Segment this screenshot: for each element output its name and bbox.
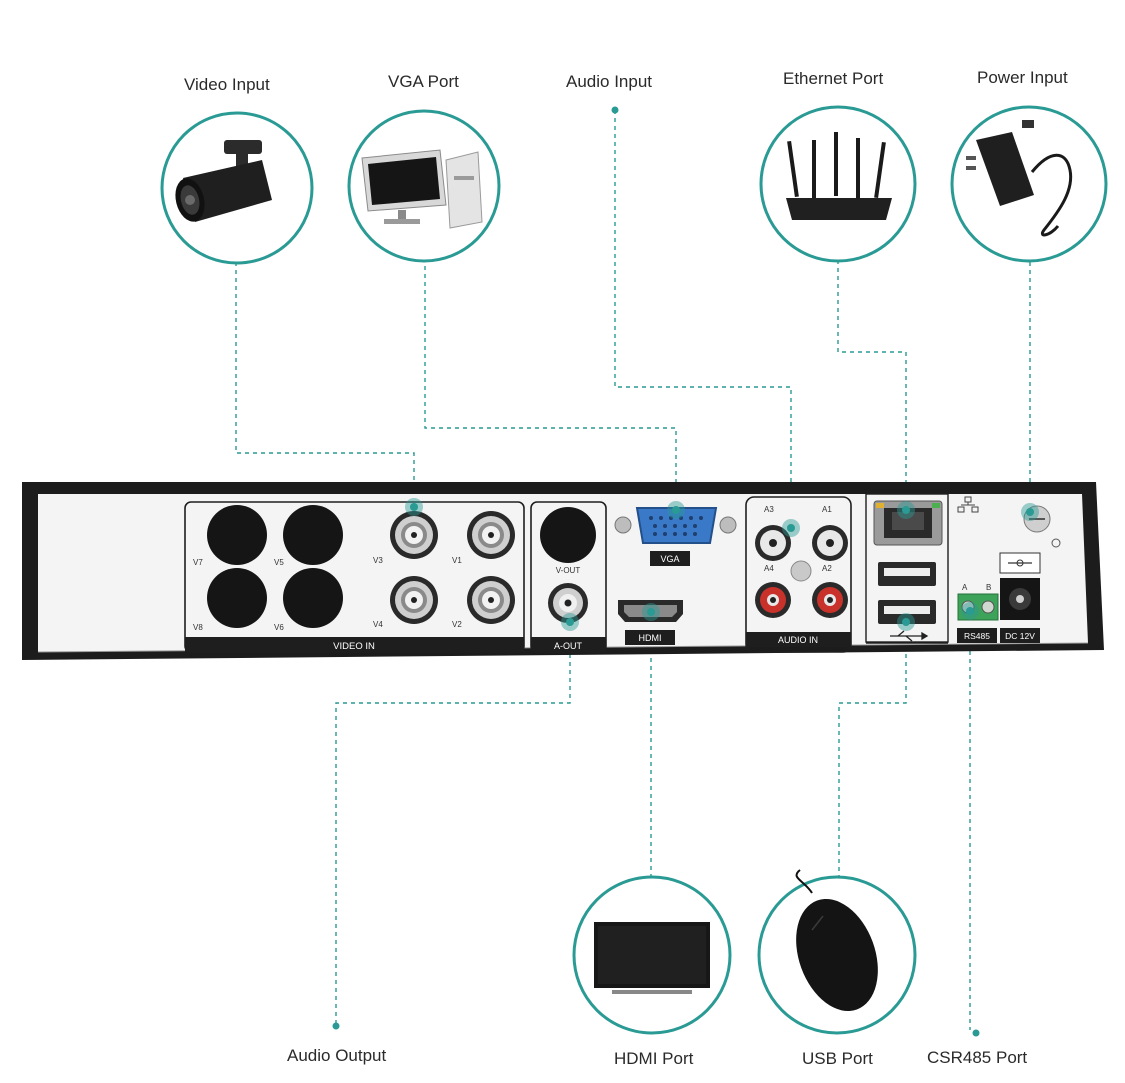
bnc-v4 bbox=[390, 576, 438, 624]
label-a1: A1 bbox=[822, 505, 832, 514]
leader-audio-input bbox=[614, 110, 792, 526]
power-adapter-icon bbox=[966, 120, 1073, 237]
endpoint-audio-output bbox=[332, 1022, 340, 1030]
audio-input-label: Audio Input bbox=[566, 72, 653, 91]
power-input-label: Power Input bbox=[977, 68, 1068, 87]
rca-a1 bbox=[812, 525, 848, 561]
usb-symbol-icon bbox=[890, 630, 929, 642]
video-input-label: Video Input bbox=[184, 75, 270, 94]
leader-audio-output bbox=[335, 622, 571, 1024]
a-out-group: A-OUT V-OUT bbox=[530, 501, 607, 653]
video-in-group: VIDEO IN V7 V5 V8 V6 bbox=[184, 501, 525, 653]
mouse-icon bbox=[795, 869, 878, 1012]
callout-circle-hdmi-port bbox=[572, 875, 732, 1035]
vga-connector: VGA bbox=[614, 507, 737, 566]
rs485-b-text: B bbox=[986, 583, 991, 592]
port-cap-v6 bbox=[283, 568, 343, 628]
leader-ethernet-port bbox=[837, 260, 907, 508]
a-out-text: A-OUT bbox=[554, 641, 583, 651]
label-v5: V5 bbox=[274, 558, 284, 567]
computer-monitor-icon bbox=[361, 149, 483, 229]
label-a3: A3 bbox=[764, 505, 774, 514]
video-in-text: VIDEO IN bbox=[333, 641, 375, 652]
bnc-v1 bbox=[467, 511, 515, 559]
hdmi-text: HDMI bbox=[639, 633, 662, 643]
connection-markers bbox=[405, 498, 1039, 631]
leader-vga-port bbox=[424, 258, 677, 508]
dc-power-jack: DC 12V bbox=[999, 552, 1041, 643]
label-a2: A2 bbox=[822, 564, 832, 573]
label-v1: V1 bbox=[452, 556, 462, 565]
rca-a4 bbox=[755, 582, 791, 618]
network-usb-group bbox=[865, 493, 979, 644]
csr485-port-label: CSR485 Port bbox=[927, 1048, 1028, 1067]
callout-circle-video-input bbox=[160, 111, 314, 265]
port-cap-v7 bbox=[207, 505, 267, 565]
vout-text: V-OUT bbox=[556, 566, 581, 575]
endpoint-audio-input bbox=[611, 106, 619, 114]
rca-aout bbox=[548, 583, 588, 623]
rs485-terminal: A B RS485 bbox=[957, 583, 999, 643]
leader-usb-port bbox=[838, 622, 907, 880]
label-a4: A4 bbox=[764, 564, 774, 573]
rs485-a-text: A bbox=[962, 583, 968, 592]
hdmi-port-label: HDMI Port bbox=[614, 1049, 694, 1068]
vga-port-label: VGA Port bbox=[388, 72, 459, 91]
leader-lines bbox=[235, 110, 1031, 1030]
rs485-text: RS485 bbox=[964, 631, 990, 641]
label-v8: V8 bbox=[193, 623, 203, 632]
port-cap-v5 bbox=[283, 505, 343, 565]
port-cap-v8 bbox=[207, 568, 267, 628]
callout-circle-usb-port bbox=[757, 869, 917, 1035]
dc-text: DC 12V bbox=[1005, 631, 1035, 641]
audio-in-group: AUDIO IN A3 A1 A4 A2 bbox=[745, 496, 852, 653]
callout-circle-ethernet-port bbox=[759, 105, 917, 263]
port-cap-vout bbox=[540, 507, 596, 563]
endpoint-csr485 bbox=[972, 1029, 980, 1037]
audio-in-text: AUDIO IN bbox=[778, 635, 818, 645]
rca-a3 bbox=[755, 525, 791, 561]
tv-icon bbox=[594, 922, 710, 994]
wifi-router-icon bbox=[786, 132, 892, 220]
label-v7: V7 bbox=[193, 558, 203, 567]
network-symbol-icon bbox=[957, 496, 979, 513]
leader-endpoints bbox=[332, 106, 980, 1037]
leader-video-input bbox=[235, 262, 415, 505]
audio-output-label: Audio Output bbox=[287, 1046, 387, 1065]
vga-text: VGA bbox=[660, 554, 679, 564]
callout-circle-power-input bbox=[950, 105, 1108, 263]
bnc-v3 bbox=[390, 511, 438, 559]
bnc-v2 bbox=[467, 576, 515, 624]
label-v4: V4 bbox=[373, 620, 383, 629]
usb-port-label: USB Port bbox=[802, 1049, 873, 1068]
label-v2: V2 bbox=[452, 620, 462, 629]
ground-screw bbox=[790, 560, 812, 582]
callout-circle-vga-port bbox=[347, 109, 501, 263]
dvr-rear-panel: VIDEO IN V7 V5 V8 V6 bbox=[22, 482, 1104, 660]
ethernet-port-label: Ethernet Port bbox=[783, 69, 884, 88]
rca-a2 bbox=[812, 582, 848, 618]
label-v6: V6 bbox=[274, 623, 284, 632]
bullet-camera-icon bbox=[175, 140, 272, 222]
label-v3: V3 bbox=[373, 556, 383, 565]
